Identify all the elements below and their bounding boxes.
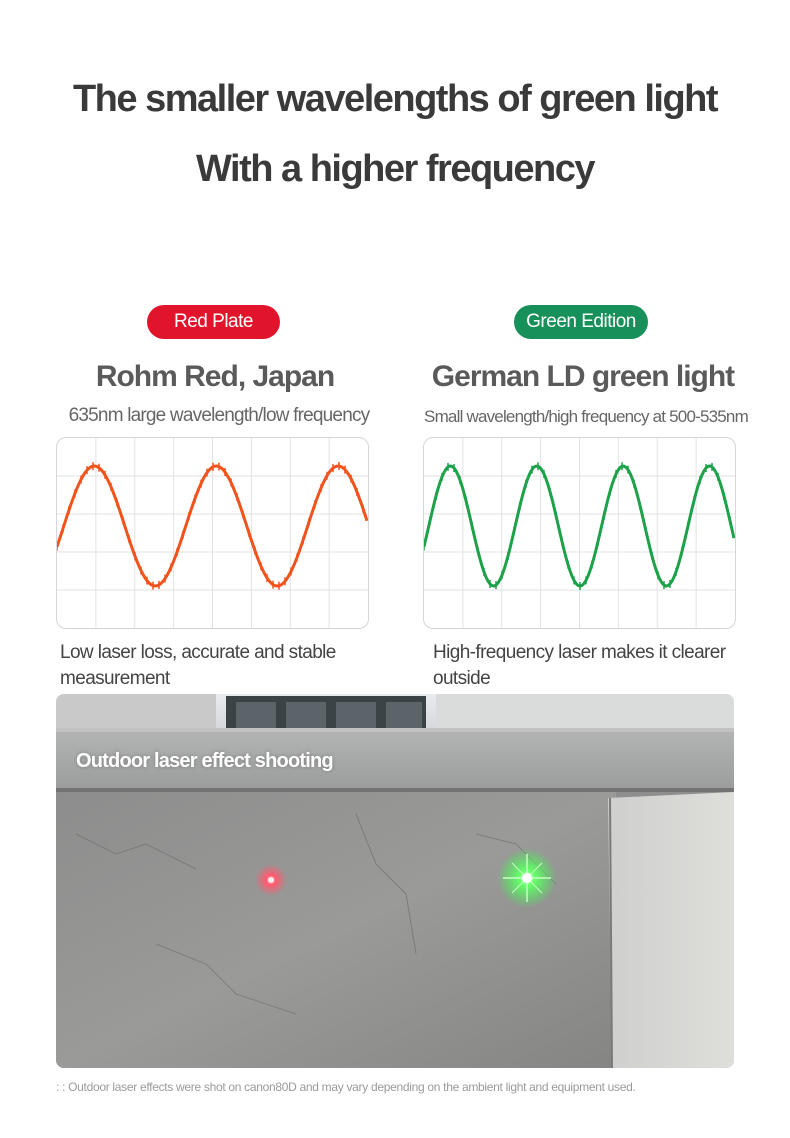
red-note-line-2: measurement bbox=[60, 668, 170, 689]
green-waveform-panel bbox=[423, 437, 736, 629]
outdoor-wall-scene bbox=[56, 694, 734, 1068]
red-description: 635nm large wavelength/low frequency bbox=[68, 405, 371, 426]
red-title: Rohm Red, Japan bbox=[95, 360, 335, 393]
green-note: High-frequency laser makes it clearer ou… bbox=[433, 640, 753, 692]
headline-line-2: With a higher frequency bbox=[196, 148, 596, 190]
red-note: Low laser loss, accurate and stable meas… bbox=[60, 640, 400, 692]
green-waveform bbox=[424, 438, 735, 628]
green-description: Small wavelength/high frequency at 500-5… bbox=[424, 407, 749, 426]
green-note-line-1: High-frequency laser makes it clearer bbox=[433, 642, 726, 663]
green-note-line-2: outside bbox=[433, 668, 491, 689]
photo-label: Outdoor laser effect shooting bbox=[76, 750, 334, 772]
green-title: German LD green light bbox=[431, 360, 735, 393]
red-waveform-panel bbox=[56, 437, 369, 629]
headline-line-1: The smaller wavelengths of green light bbox=[72, 78, 719, 120]
red-waveform bbox=[57, 438, 368, 628]
outdoor-laser-photo bbox=[56, 694, 734, 1068]
red-plate-badge: Red Plate bbox=[147, 305, 280, 339]
footnote: : : Outdoor laser effects were shot on c… bbox=[56, 1080, 636, 1094]
red-note-line-1: Low laser loss, accurate and stable bbox=[60, 642, 336, 663]
green-edition-badge: Green Edition bbox=[514, 305, 648, 339]
